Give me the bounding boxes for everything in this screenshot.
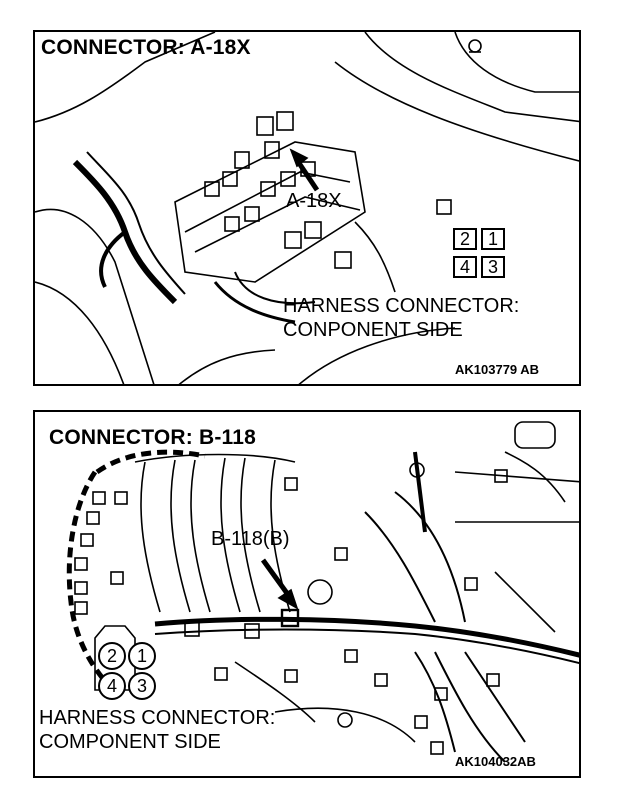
pin-3: 3 <box>128 672 156 700</box>
figure-code: AK103779 AB <box>455 362 540 377</box>
pin-4: 4 <box>453 256 477 278</box>
harness-line-2: COMPONENT SIDE <box>39 731 221 753</box>
connector-a18x-panel: CONNECTOR: A-18X A-18X 2 1 4 3 HARNESS C… <box>33 30 581 386</box>
engine-bay-illustration-a <box>35 32 579 384</box>
harness-connector-label: HARNESS CONNECTOR: CONPONENT SIDE <box>283 294 519 342</box>
engine-bay-illustration-b <box>66 421 579 763</box>
connector-pinout-diagram: 2 1 4 3 <box>453 228 513 286</box>
connector-b118-panel: CONNECTOR: B-118 B-118(B) 2 1 4 3 HARNES… <box>33 410 581 778</box>
harness-line-1: HARNESS CONNECTOR: <box>283 295 520 317</box>
pin-1: 1 <box>128 642 156 670</box>
pin-1: 1 <box>481 228 505 250</box>
pin-2: 2 <box>98 642 126 670</box>
harness-connector-label: HARNESS CONNECTOR: COMPONENT SIDE <box>39 706 275 754</box>
pin-3: 3 <box>481 256 505 278</box>
harness-line-1: HARNESS CONNECTOR: <box>39 707 276 729</box>
connector-pinout-diagram: 2 1 4 3 <box>97 638 159 700</box>
connector-callout-label: A-18X <box>286 190 342 212</box>
pin-2: 2 <box>453 228 477 250</box>
panel-title: CONNECTOR: B-118 <box>49 426 257 449</box>
figure-code: AK104032AB <box>455 754 536 769</box>
pin-4: 4 <box>98 672 126 700</box>
panel-title: CONNECTOR: A-18X <box>41 36 251 59</box>
harness-line-2: CONPONENT SIDE <box>283 319 463 341</box>
connector-callout-label: B-118(B) <box>211 528 290 550</box>
